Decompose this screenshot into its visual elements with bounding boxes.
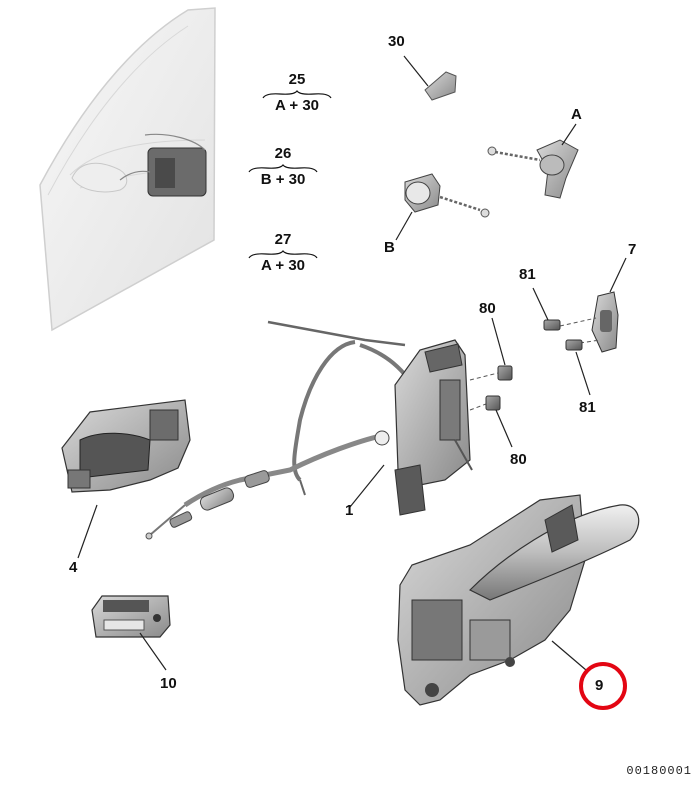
callout-7: 7 [628,241,637,258]
striker-part-7 [559,257,627,353]
door-panel-illustration [39,7,216,332]
screws-80 [469,317,513,448]
callout-30: 30 [388,33,405,50]
callout-b: B [384,239,395,256]
callout-81-top: 81 [519,266,536,283]
callout-a: A [571,106,582,123]
highlight-circle [579,662,627,710]
callout-4: 4 [69,559,78,576]
key-part-30 [403,55,457,101]
inner-handle-part-4 [61,399,191,559]
variant-combo: B + 30 [260,171,306,188]
module-part-10 [91,595,171,671]
brace-icon [262,90,332,99]
variant-27: 27 A + 30 [238,232,328,273]
variant-number: 25 [288,71,306,88]
callout-81-bottom: 81 [579,399,596,416]
variant-number: 27 [274,231,292,248]
lock-cylinder-b [395,173,490,241]
callout-80-top: 80 [479,300,496,317]
brace-icon [248,250,318,259]
variant-number: 26 [274,145,292,162]
brace-icon [248,164,318,173]
callout-9: 9 [595,677,604,694]
reference-code: 00180001 [626,764,692,778]
screws-81 [532,287,591,396]
lock-cylinder-a [487,123,579,199]
variant-25: 25 A + 30 [252,72,342,113]
variant-26: 26 B + 30 [238,146,328,187]
variant-combo: A + 30 [274,97,320,114]
exterior-handle-part-9 [397,494,640,706]
variant-combo: A + 30 [260,257,306,274]
callout-80-bottom: 80 [510,451,527,468]
callout-1: 1 [345,502,354,519]
door-lock-part-1 [145,320,473,540]
callout-10: 10 [160,675,177,692]
